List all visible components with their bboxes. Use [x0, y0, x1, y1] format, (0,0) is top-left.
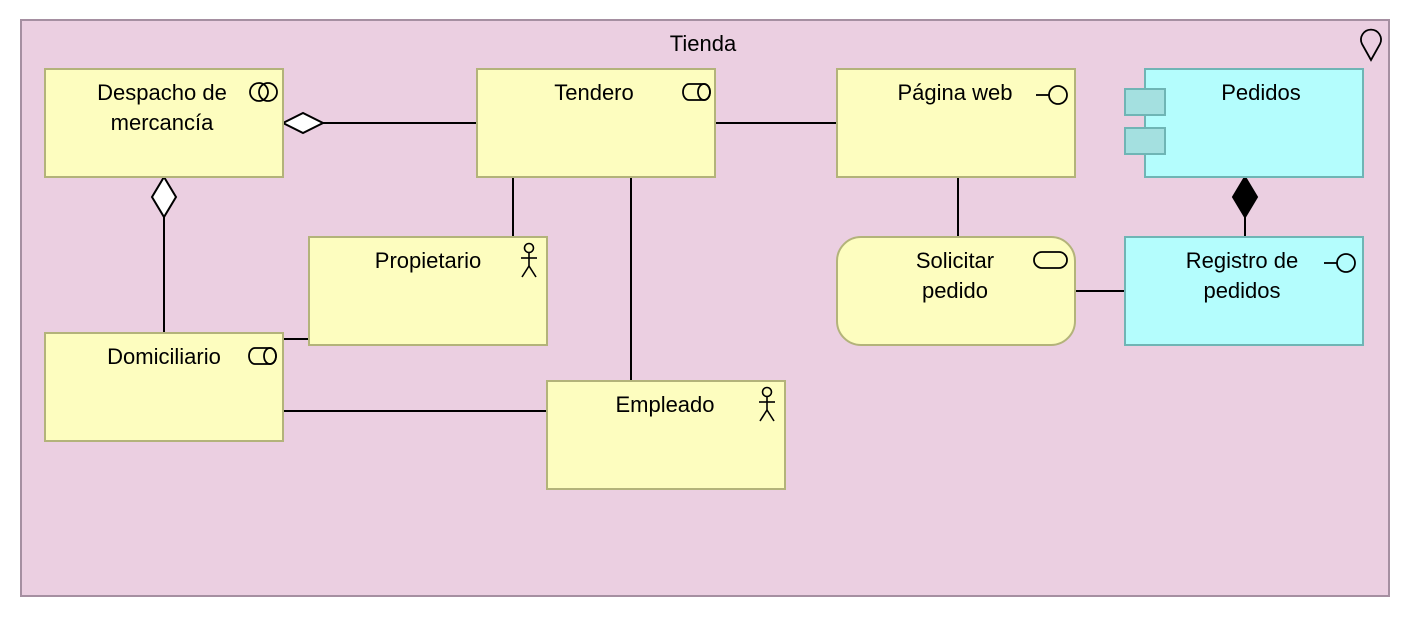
node-empleado[interactable]: Empleado [546, 380, 786, 490]
interface-icon [1036, 85, 1068, 105]
composition-diamond [1231, 175, 1259, 219]
collaboration-icon [249, 82, 278, 102]
node-pedidos[interactable]: Pedidos [1124, 68, 1364, 178]
node-label: Pedidos [1221, 80, 1301, 105]
node-pagina-web[interactable]: Página web [836, 68, 1076, 178]
node-domiciliario[interactable]: Domiciliario [44, 332, 284, 442]
node-label: Tendero [554, 80, 634, 105]
interface-icon [1324, 253, 1356, 273]
node-propietario[interactable]: Propietario [308, 236, 548, 346]
actor-icon [759, 386, 775, 422]
service-icon [1033, 251, 1068, 269]
node-label: Página web [898, 80, 1013, 105]
node-tendero[interactable]: Tendero [476, 68, 716, 178]
node-registro-de-pedidos[interactable]: Registro de pedidos [1124, 236, 1364, 346]
node-label-line1: Solicitar [916, 248, 994, 273]
location-icon [1360, 28, 1382, 62]
role-icon [682, 83, 711, 101]
group-label: Tienda [670, 31, 737, 56]
relations [150, 111, 1259, 412]
actor-icon [521, 242, 537, 278]
node-label-line2: pedido [922, 278, 988, 303]
node-label-line2: mercancía [111, 110, 214, 135]
node-label-line1: Registro de [1186, 248, 1299, 273]
aggregation-diamond [150, 175, 178, 219]
component-tab [1124, 88, 1166, 116]
node-label-line2: pedidos [1203, 278, 1280, 303]
node-despacho-de-mercancia[interactable]: Despacho de mercancía [44, 68, 284, 178]
node-label: Propietario [375, 248, 481, 273]
node-label: Empleado [615, 392, 714, 417]
component-tab [1124, 127, 1166, 155]
node-solicitar-pedido[interactable]: Solicitar pedido [836, 236, 1076, 346]
role-icon [248, 347, 277, 365]
aggregation-diamond [280, 111, 326, 135]
node-label: Domiciliario [107, 344, 221, 369]
node-label-line1: Despacho de [97, 80, 227, 105]
